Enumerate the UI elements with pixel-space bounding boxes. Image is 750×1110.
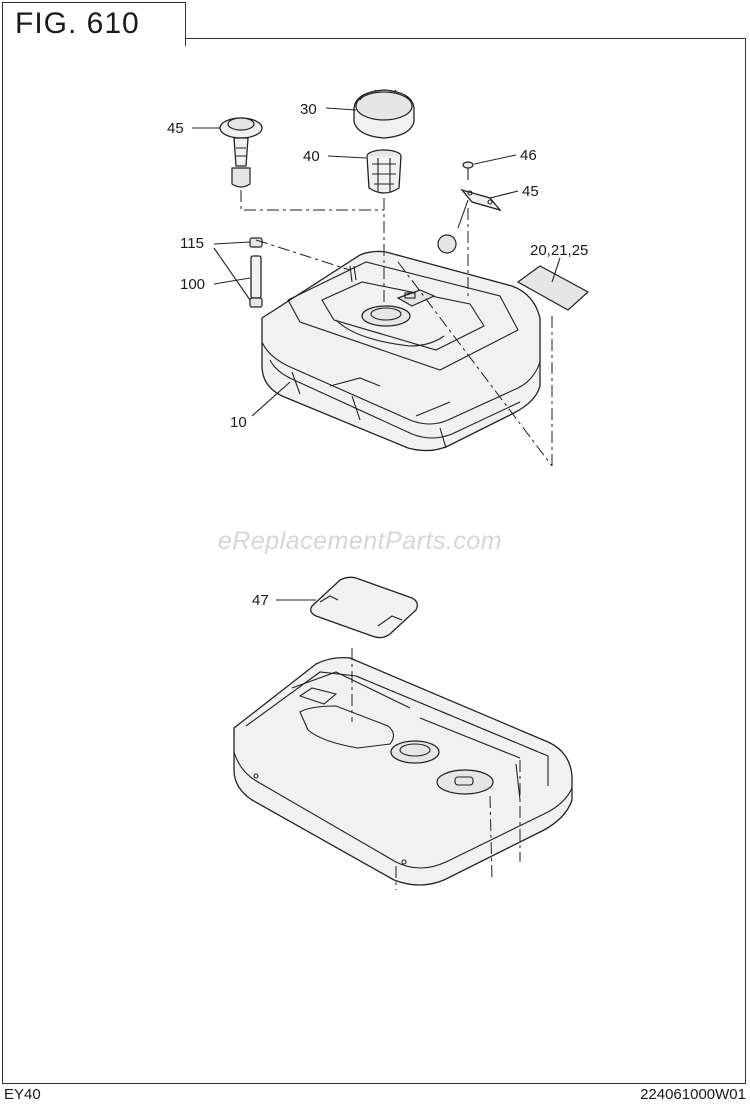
fuel-gauge-part	[437, 161, 502, 254]
leader-lines-upper	[192, 107, 561, 417]
fuel-strainer-part	[366, 149, 402, 194]
diagram-frame	[2, 38, 746, 1084]
fuel-pipe-part	[249, 237, 263, 308]
fuel-cap-part	[353, 89, 415, 139]
callout-47: 47	[252, 592, 269, 609]
callout-100: 100	[180, 276, 205, 293]
figure-title: FIG. 610	[15, 7, 140, 40]
drawing-code: 224061000W01	[640, 1086, 746, 1103]
callout-20-21-25: 20,21,25	[530, 242, 588, 259]
callout-45-fuel-cock: 45	[167, 120, 184, 137]
assembly-lines-lower	[351, 648, 549, 890]
caution-label-part	[516, 265, 590, 311]
fuel-tank-lower	[233, 656, 573, 886]
callout-30: 30	[300, 101, 317, 118]
callout-10: 10	[230, 414, 247, 431]
callout-40: 40	[303, 148, 320, 165]
callout-115: 115	[180, 235, 204, 252]
assembly-lines-upper	[240, 190, 553, 467]
watermark: eReplacementParts.com	[217, 527, 503, 555]
model-code: EY40	[4, 1086, 41, 1103]
callout-46: 46	[520, 147, 537, 164]
fuel-cock-part	[219, 117, 263, 188]
figure-title-box: FIG. 610	[2, 2, 186, 46]
fuel-tank-upper	[261, 250, 541, 452]
cover-plate-part	[310, 576, 418, 639]
callout-labels: 30 45 40 46 45 115 20,21,25 100 10 47	[167, 101, 588, 609]
callout-45-fuel-gauge: 45	[522, 183, 539, 200]
